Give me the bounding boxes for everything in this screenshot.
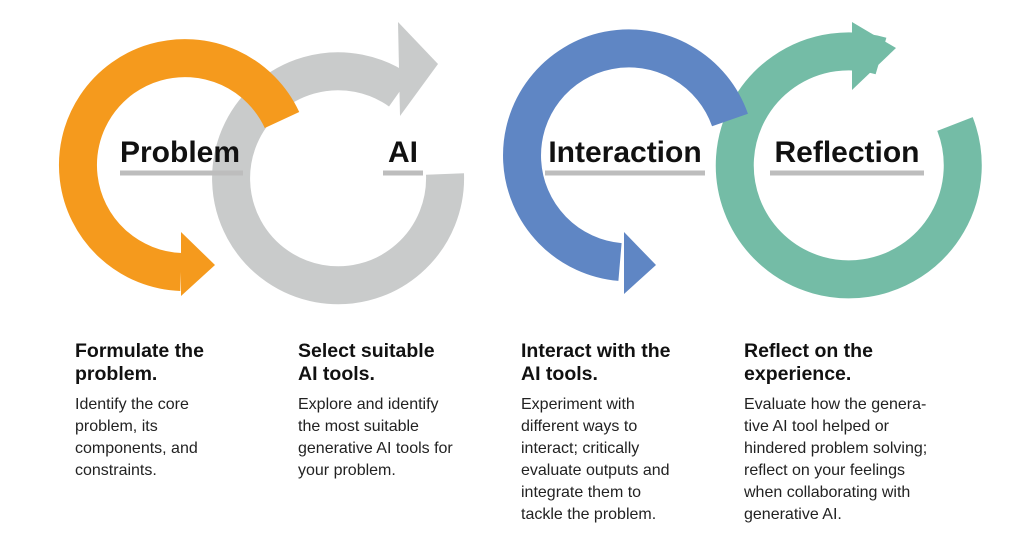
interaction-cycle-arrow (503, 29, 748, 294)
reflection-cycle-arrow (715, 22, 982, 299)
ai-cycle-arrow (212, 22, 465, 305)
stage-column-reflection: Reflect on the experience. Evaluate how … (744, 340, 974, 526)
stage-heading-problem: Formulate the problem. (75, 340, 204, 385)
stage-column-interaction: Interact with the AI tools. Experiment w… (521, 340, 721, 526)
stage-label-reflection: Reflection (774, 136, 919, 169)
problem-cycle-arrow (58, 39, 300, 296)
stage-heading-reflection: Reflect on the experience. (744, 340, 873, 385)
stage-column-problem: Formulate the problem. Identify the core… (75, 340, 275, 482)
stage-heading-ai: Select suitable AI tools. (298, 340, 435, 385)
stage-column-ai: Select suitable AI tools. Explore and id… (298, 340, 498, 482)
stage-label-ai: AI (388, 136, 418, 169)
stage-label-problem: Problem (120, 136, 240, 169)
stage-label-interaction: Interaction (548, 136, 701, 169)
stage-body-reflection: Evaluate how the genera- tive AI tool he… (744, 396, 928, 523)
stage-body-ai: Explore and identify the most suitable g… (298, 396, 453, 479)
stage-body-problem: Identify the core problem, its component… (75, 396, 198, 479)
cycle-diagram: Problem AI Interaction Reflection (58, 22, 982, 305)
stage-heading-interaction: Interact with the AI tools. (521, 340, 671, 385)
stage-body-interaction: Experiment with different ways to intera… (521, 396, 670, 523)
